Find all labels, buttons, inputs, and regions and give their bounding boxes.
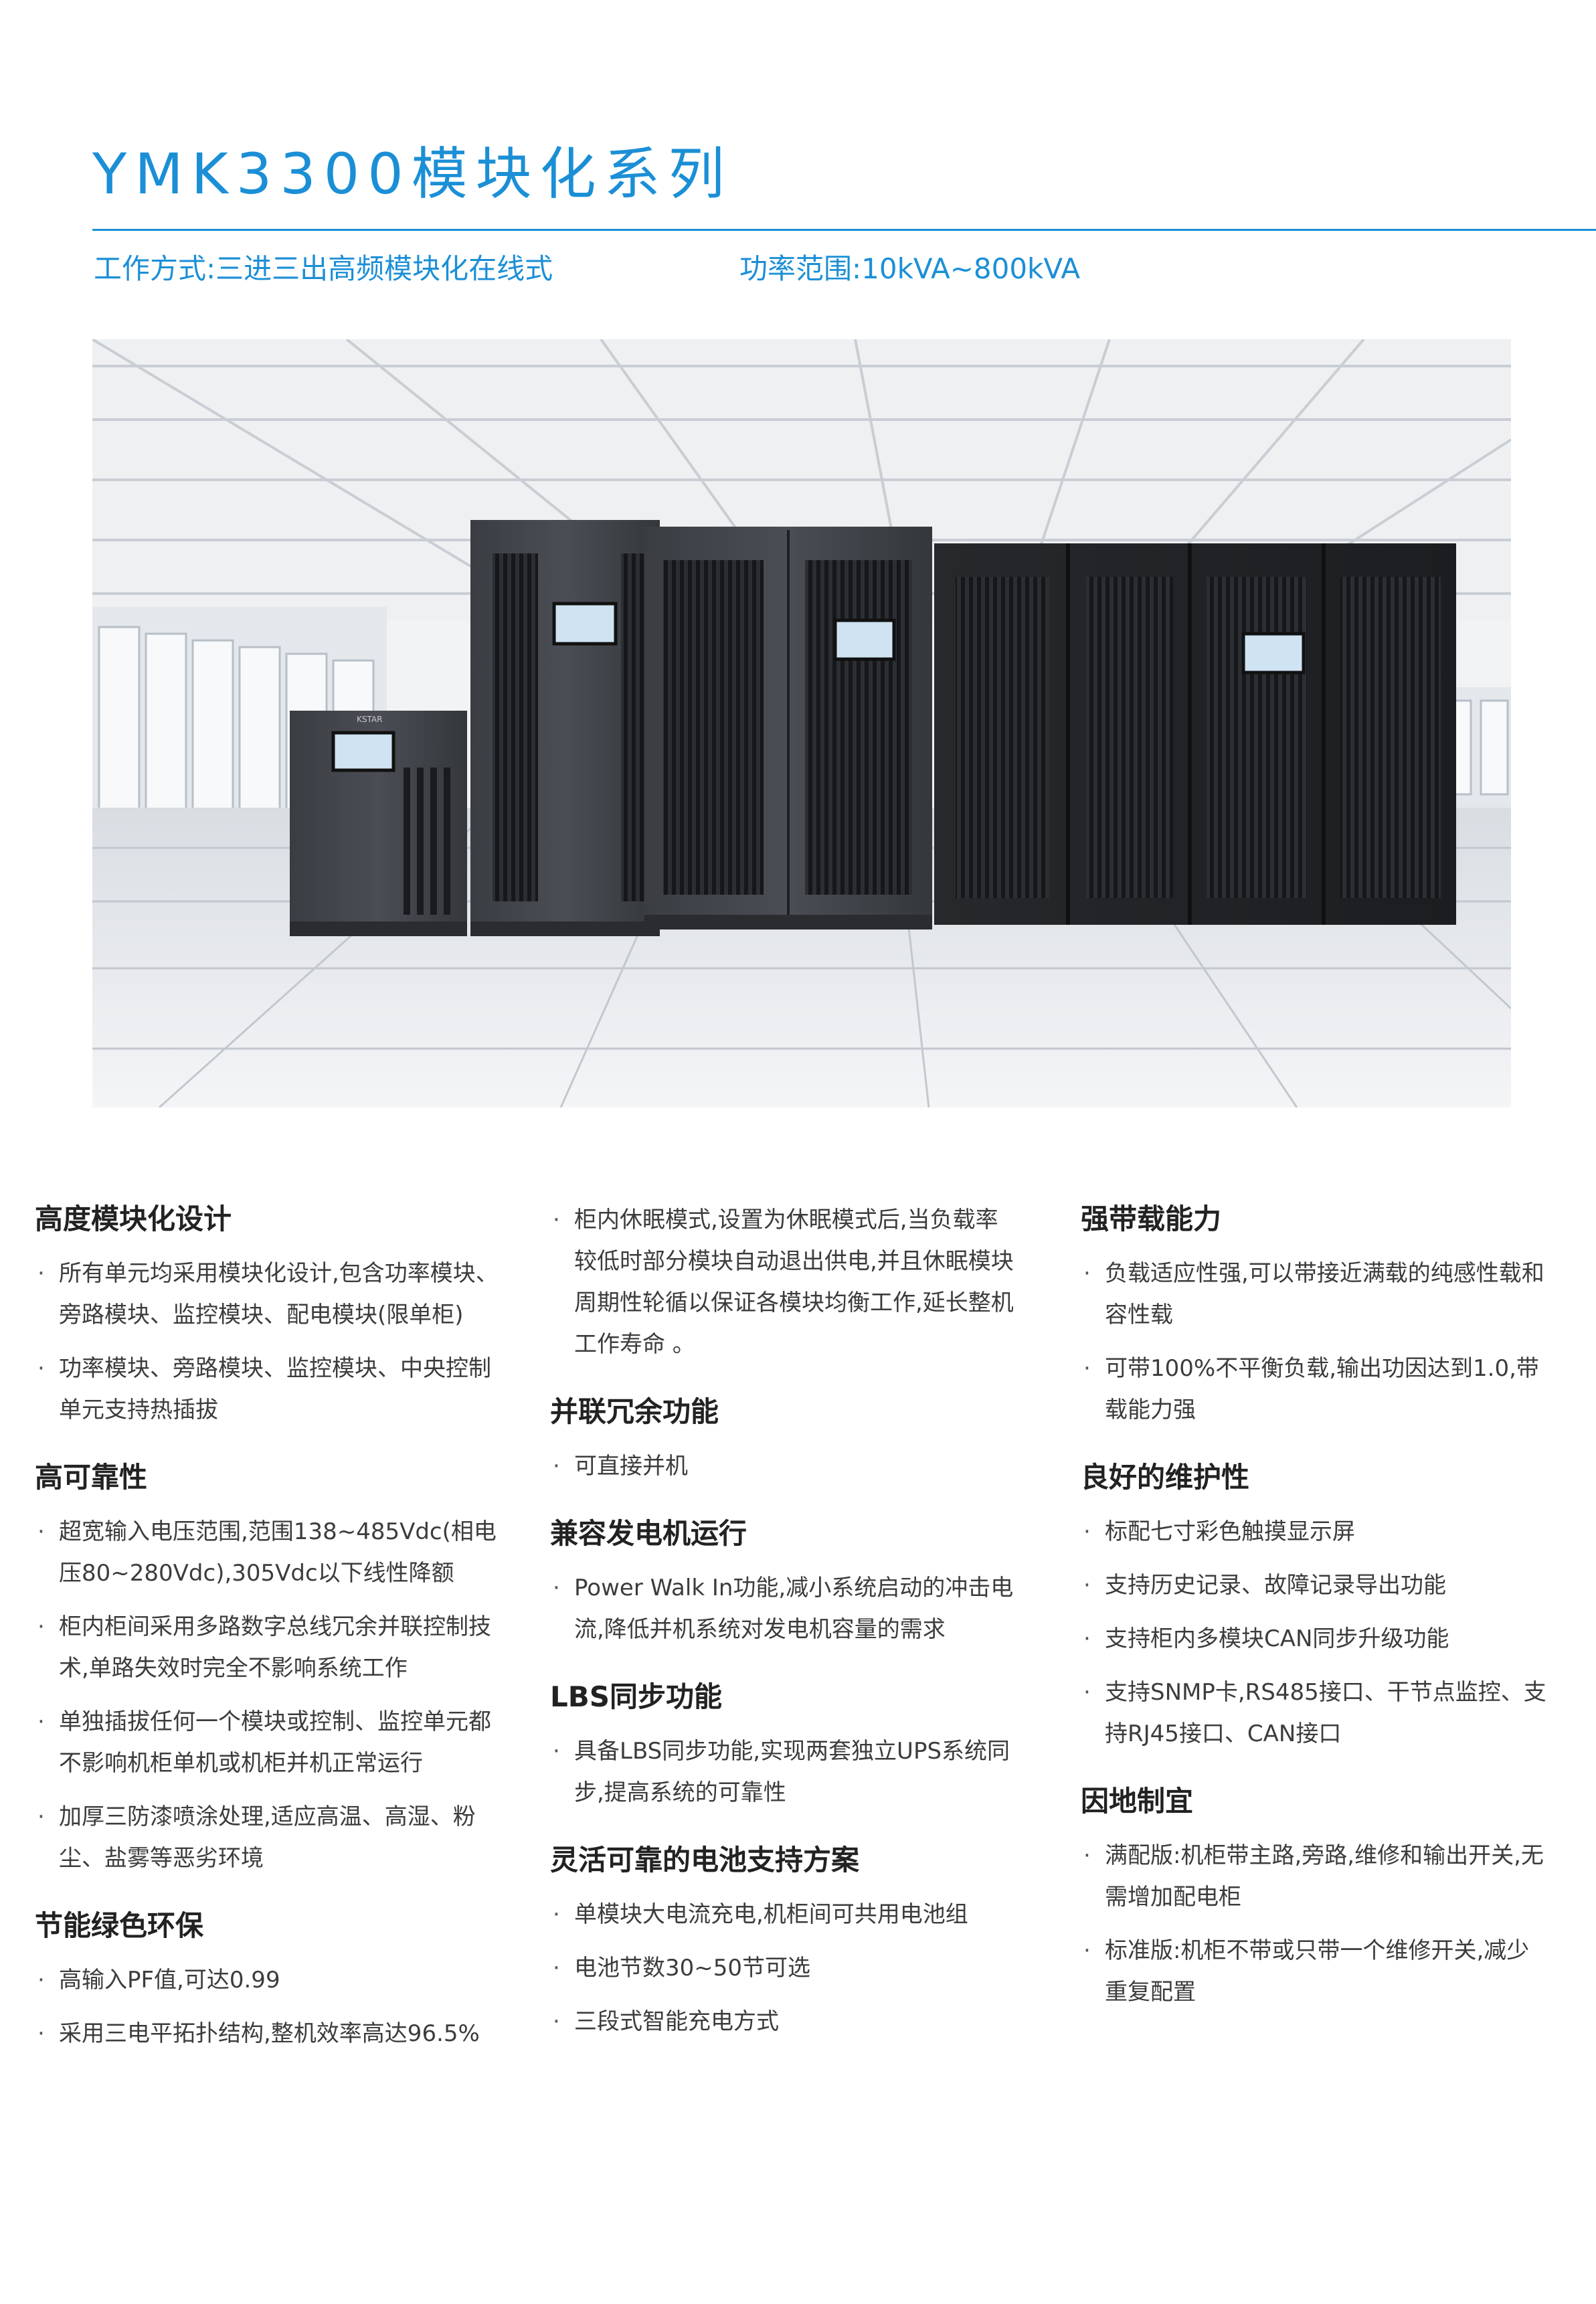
list-item: 所有单元均采用模块化设计,包含功率模块、旁路模块、监控模块、配电模块(限单柜) xyxy=(35,1253,503,1336)
feature-section: 并联冗余功能 可直接并机 xyxy=(550,1392,1018,1487)
list-item: Power Walk In功能,减小系统启动的冲击电流,降低并机系统对发电机容量… xyxy=(550,1567,1018,1650)
list-item: 加厚三防漆喷涂处理,适应高温、高湿、粉尘、盐雾等恶劣环境 xyxy=(35,1796,503,1879)
list-item: 标配七寸彩色触摸显示屏 xyxy=(1081,1511,1549,1553)
section-title-maintainability: 良好的维护性 xyxy=(1081,1461,1250,1494)
section-title-site-adaptation: 因地制宜 xyxy=(1081,1785,1194,1818)
ups-cabinet-small: KSTAR xyxy=(290,711,467,936)
list-item: 可直接并机 xyxy=(550,1445,1018,1487)
ups-cabinet-tall xyxy=(470,520,660,936)
list-item: 满配版:机柜带主路,旁路,维修和输出开关,无需增加配电柜 xyxy=(1081,1835,1549,1918)
feature-section: 高可靠性 超宽输入电压范围,范围138~485Vdc(相电压80~280Vdc)… xyxy=(35,1457,503,1879)
list-item: 标准版:机柜不带或只带一个维修开关,减少重复配置 xyxy=(1081,1930,1549,2013)
ups-cabinet-triple xyxy=(934,543,1456,925)
ups-cabinet-double xyxy=(644,527,932,929)
section-title-parallel-redundancy: 并联冗余功能 xyxy=(550,1395,719,1428)
feature-section: 高度模块化设计 所有单元均采用模块化设计,包含功率模块、旁路模块、监控模块、配电… xyxy=(35,1199,503,1431)
list-item: 柜内休眠模式,设置为休眠模式后,当负载率较低时部分模块自动退出供电,并且休眠模块… xyxy=(550,1199,1018,1365)
section-title-reliability: 高可靠性 xyxy=(35,1461,148,1494)
feature-section: 因地制宜 满配版:机柜带主路,旁路,维修和输出开关,无需增加配电柜 标准版:机柜… xyxy=(1081,1781,1549,2013)
working-mode-text: 工作方式:三进三出高频模块化在线式 xyxy=(94,252,553,285)
ups-cabinet-photo: KSTAR xyxy=(92,339,1511,1107)
list-item: 单模块大电流充电,机柜间可共用电池组 xyxy=(550,1894,1018,1935)
brand-label: KSTAR xyxy=(357,715,382,724)
list-item: 采用三电平拓扑结构,整机效率高达96.5% xyxy=(35,2013,503,2054)
list-item: 功率模块、旁路模块、监控模块、中央控制单元支持热插拔 xyxy=(35,1348,503,1431)
list-item: 超宽输入电压范围,范围138~485Vdc(相电压80~280Vdc),305V… xyxy=(35,1511,503,1594)
list-item: 单独插拔任何一个模块或控制、监控单元都不影响机柜单机或机柜并机正常运行 xyxy=(35,1701,503,1784)
page-title: YMK3300模块化系列 xyxy=(92,141,733,207)
feature-section: 节能绿色环保 高输入PF值,可达0.99 采用三电平拓扑结构,整机效率高达96.… xyxy=(35,1906,503,2054)
feature-section: LBS同步功能 具备LBS同步功能,实现两套独立UPS系统同步,提高系统的可靠性 xyxy=(550,1677,1018,1813)
feature-column-1: 高度模块化设计 所有单元均采用模块化设计,包含功率模块、旁路模块、监控模块、配电… xyxy=(35,1199,503,2081)
feature-section: 良好的维护性 标配七寸彩色触摸显示屏 支持历史记录、故障记录导出功能 支持柜内多… xyxy=(1081,1457,1549,1755)
list-item: 三段式智能充电方式 xyxy=(550,2001,1018,2042)
section-title-battery-support: 灵活可靠的电池支持方案 xyxy=(550,1844,860,1876)
list-item: 高输入PF值,可达0.99 xyxy=(35,1959,503,2001)
feature-section: 灵活可靠的电池支持方案 单模块大电流充电,机柜间可共用电池组 电池节数30~50… xyxy=(550,1840,1018,2042)
list-item: 支持SNMP卡,RS485接口、干节点监控、支持RJ45接口、CAN接口 xyxy=(1081,1672,1549,1755)
feature-column-2: 柜内休眠模式,设置为休眠模式后,当负载率较低时部分模块自动退出供电,并且休眠模块… xyxy=(550,1199,1018,2069)
feature-column-3: 强带载能力 负载适应性强,可以带接近满载的纯感性载和容性载 可带100%不平衡负… xyxy=(1081,1199,1549,2040)
list-item: 支持柜内多模块CAN同步升级功能 xyxy=(1081,1618,1549,1660)
title-divider xyxy=(92,229,1596,231)
list-item: 可带100%不平衡负载,输出功因达到1.0,带载能力强 xyxy=(1081,1348,1549,1431)
list-item: 电池节数30~50节可选 xyxy=(550,1947,1018,1989)
list-item: 具备LBS同步功能,实现两套独立UPS系统同步,提高系统的可靠性 xyxy=(550,1731,1018,1813)
section-title-generator-compatible: 兼容发电机运行 xyxy=(550,1517,747,1550)
feature-section: 兼容发电机运行 Power Walk In功能,减小系统启动的冲击电流,降低并机… xyxy=(550,1514,1018,1650)
section-title-energy-saving: 节能绿色环保 xyxy=(35,1909,204,1942)
section-title-modular-design: 高度模块化设计 xyxy=(35,1203,232,1235)
hero-illustration: KSTAR xyxy=(92,339,1511,1107)
section-title-lbs-sync: LBS同步功能 xyxy=(550,1680,723,1713)
list-item: 负载适应性强,可以带接近满载的纯感性载和容性载 xyxy=(1081,1253,1549,1336)
list-item: 支持历史记录、故障记录导出功能 xyxy=(1081,1565,1549,1606)
section-title-load-capacity: 强带载能力 xyxy=(1081,1203,1222,1235)
power-range-text: 功率范围:10kVA~800kVA xyxy=(739,252,1081,285)
list-item: 柜内柜间采用多路数字总线冗余并联控制技术,单路失效时完全不影响系统工作 xyxy=(35,1606,503,1689)
feature-section: 柜内休眠模式,设置为休眠模式后,当负载率较低时部分模块自动退出供电,并且休眠模块… xyxy=(550,1199,1018,1365)
feature-section: 强带载能力 负载适应性强,可以带接近满载的纯感性载和容性载 可带100%不平衡负… xyxy=(1081,1199,1549,1431)
